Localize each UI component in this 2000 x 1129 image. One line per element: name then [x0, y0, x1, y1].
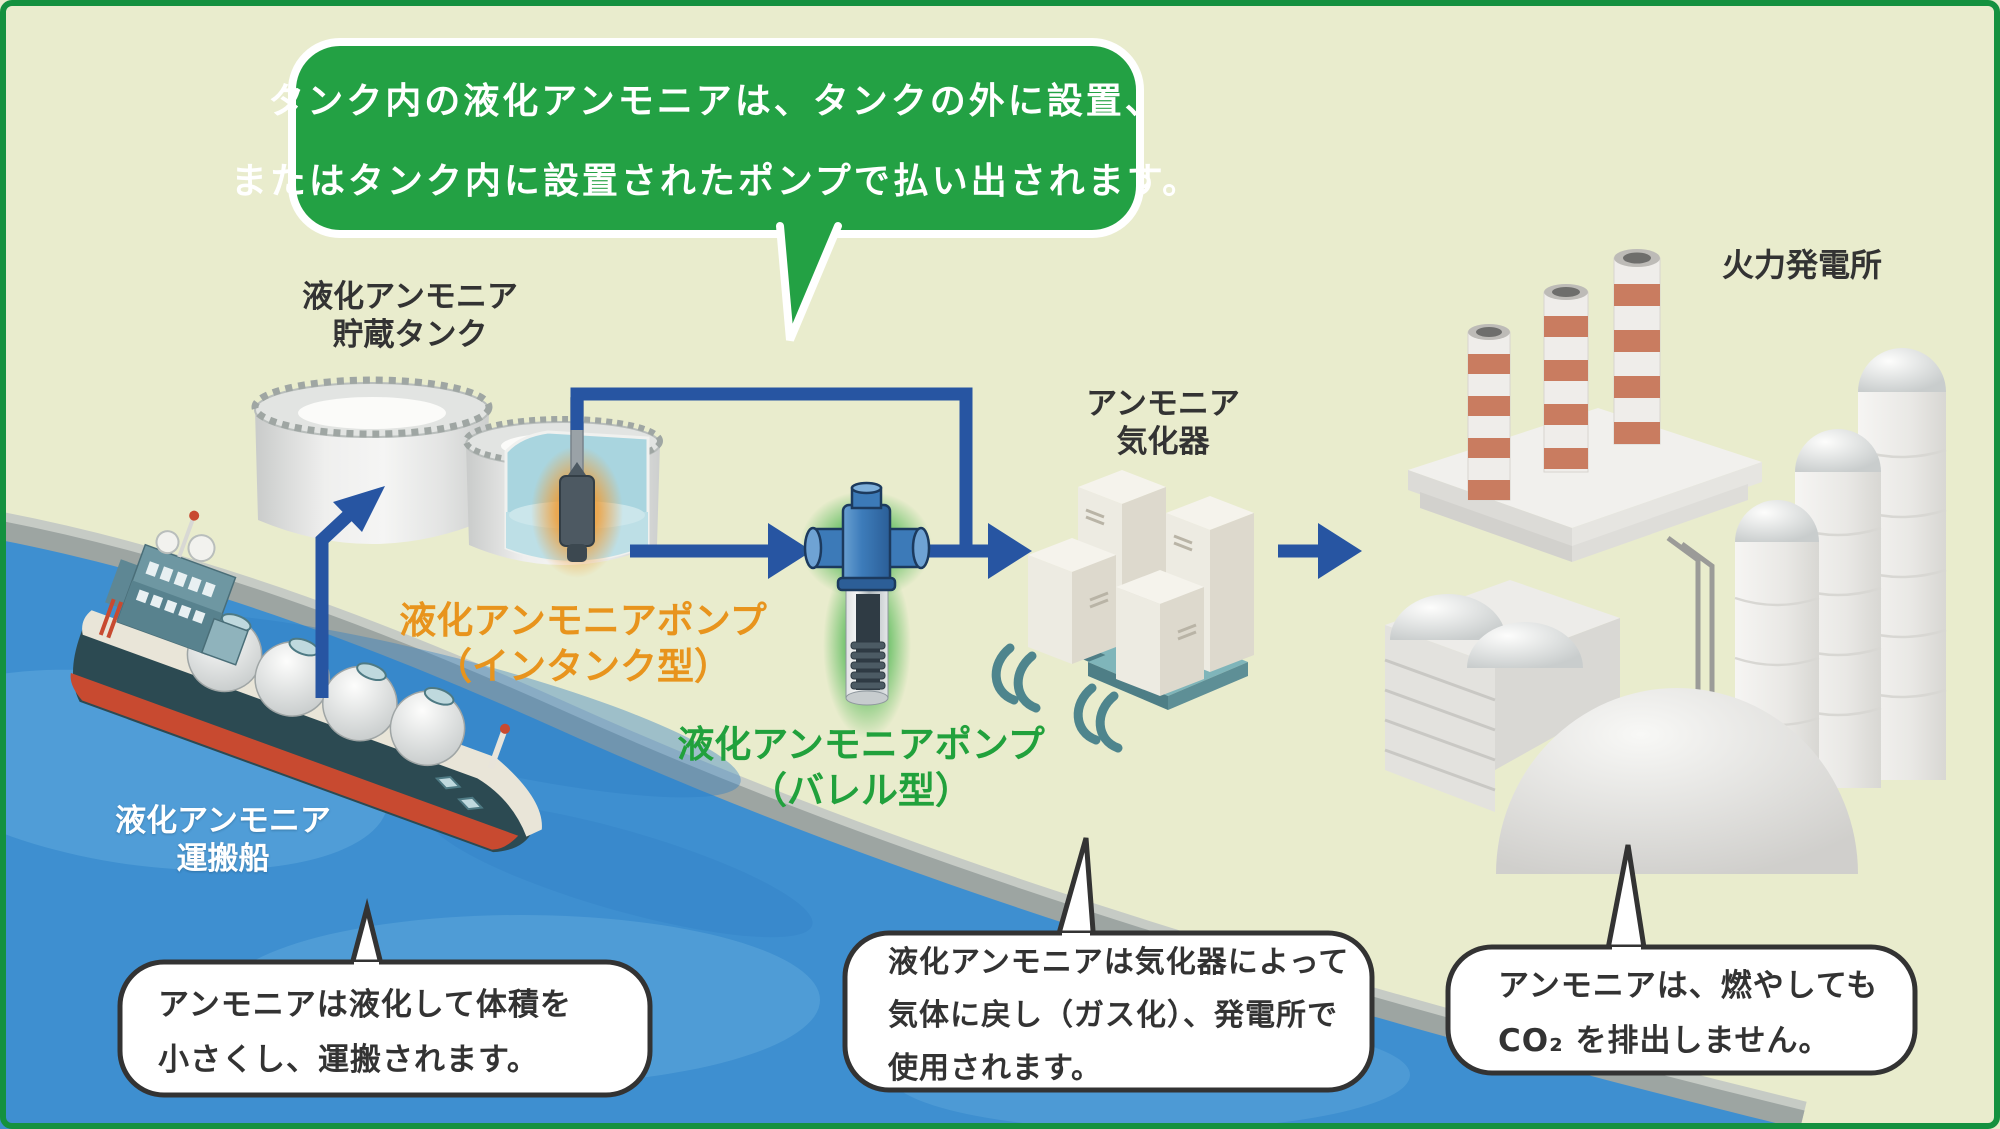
- vaporizer-label-line1: アンモニア: [1086, 386, 1240, 422]
- storage-tank-label-line1: 液化アンモニア: [302, 279, 518, 315]
- flow-arrows: [315, 486, 1362, 698]
- speech-bubble-ship: [117, 898, 653, 1098]
- vaporizer-label-line2: 気化器: [1116, 424, 1210, 460]
- vaporizer-icon: [991, 470, 1254, 753]
- storage-tank-icon: [251, 376, 493, 544]
- carrier-ship-label-line2: 運搬船: [176, 841, 270, 877]
- barrel-pump-label-line2: （バレル型）: [749, 769, 972, 812]
- storage-tank-label: 液化アンモニア 貯蔵タンク: [302, 278, 518, 354]
- speech-bubble-top: [288, 38, 1144, 342]
- barrel-pump-label: 液化アンモニアポンプ （バレル型）: [677, 722, 1044, 814]
- intank-pump-icon: [531, 397, 623, 578]
- intank-pump-label-line2: （インタンク型）: [434, 645, 731, 688]
- vaporizer-callout-line3: 使用されます。: [888, 1050, 1102, 1086]
- plant-callout-line1: アンモニアは、燃やしても: [1498, 968, 1879, 1004]
- carrier-ship-label-line1: 液化アンモニア: [115, 803, 331, 839]
- chimney: [1467, 324, 1511, 501]
- vaporizer-unit: [1116, 570, 1204, 696]
- top-callout-line1: タンク内の液化アンモニアは、タンクの外に設置、: [268, 81, 1164, 122]
- arrow-tank-to-pump: [768, 523, 812, 579]
- vaporizer-callout-text: 液化アンモニアは気化器によって 気体に戻し（ガス化）、発電所で 使用されます。: [888, 933, 1349, 1090]
- storage-tank-label-line2: 貯蔵タンク: [332, 317, 488, 353]
- power-plant-label-text: 火力発電所: [1721, 246, 1883, 284]
- vaporizer-callout-line1: 液化アンモニアは気化器によって: [888, 944, 1350, 980]
- vaporizer-unit: [1028, 538, 1116, 664]
- barrel-pump-icon: [800, 481, 932, 739]
- top-callout-line2: またはタンク内に設置されたポンプで払い出されます。: [230, 161, 1202, 202]
- ship-callout-text: アンモニアは液化して体積を 小さくし、運搬されます。: [158, 962, 572, 1095]
- speech-bubble-vaporizer: [842, 837, 1375, 1093]
- carrier-ship-label: 液化アンモニア 運搬船: [115, 802, 331, 878]
- intank-pump-label-line1: 液化アンモニアポンプ: [399, 599, 767, 642]
- chimney: [1613, 249, 1661, 445]
- plant-callout-text: アンモニアは、燃やしても CO₂ を排出しません。: [1498, 947, 1878, 1073]
- speech-bubble-plant: [1445, 844, 1918, 1076]
- vaporizer-label: アンモニア 気化器: [1086, 385, 1240, 461]
- arrow-ship-to-tank: [333, 486, 385, 532]
- vaporizer-callout-line2: 気体に戻し（ガス化）、発電所で: [888, 997, 1338, 1033]
- power-plant-label: 火力発電所: [1722, 240, 1882, 286]
- chimney: [1543, 284, 1589, 473]
- ship-callout-line1: アンモニアは液化して体積を: [158, 986, 572, 1023]
- ship-callout-line2: 小さくし、運搬されます。: [158, 1041, 539, 1078]
- transfer-pipe: [570, 387, 973, 551]
- arrow-vaporizer-to-plant: [1318, 523, 1362, 579]
- top-callout-text: タンク内の液化アンモニアは、タンクの外に設置、 またはタンク内に設置されたポンプ…: [231, 42, 1198, 234]
- plant-dome: [1496, 688, 1858, 874]
- plant-callout-line2: CO₂ を排出しません。: [1498, 1023, 1831, 1059]
- vaporizer-pipes: [991, 643, 1123, 753]
- power-plant-icon: [1384, 249, 1947, 874]
- arrow-pump-to-vaporizer: [988, 523, 1032, 579]
- storage-tank-cutaway-icon: [463, 397, 663, 578]
- intank-pump-label: 液化アンモニアポンプ （インタンク型）: [399, 598, 766, 690]
- barrel-pump-label-line1: 液化アンモニアポンプ: [677, 723, 1045, 766]
